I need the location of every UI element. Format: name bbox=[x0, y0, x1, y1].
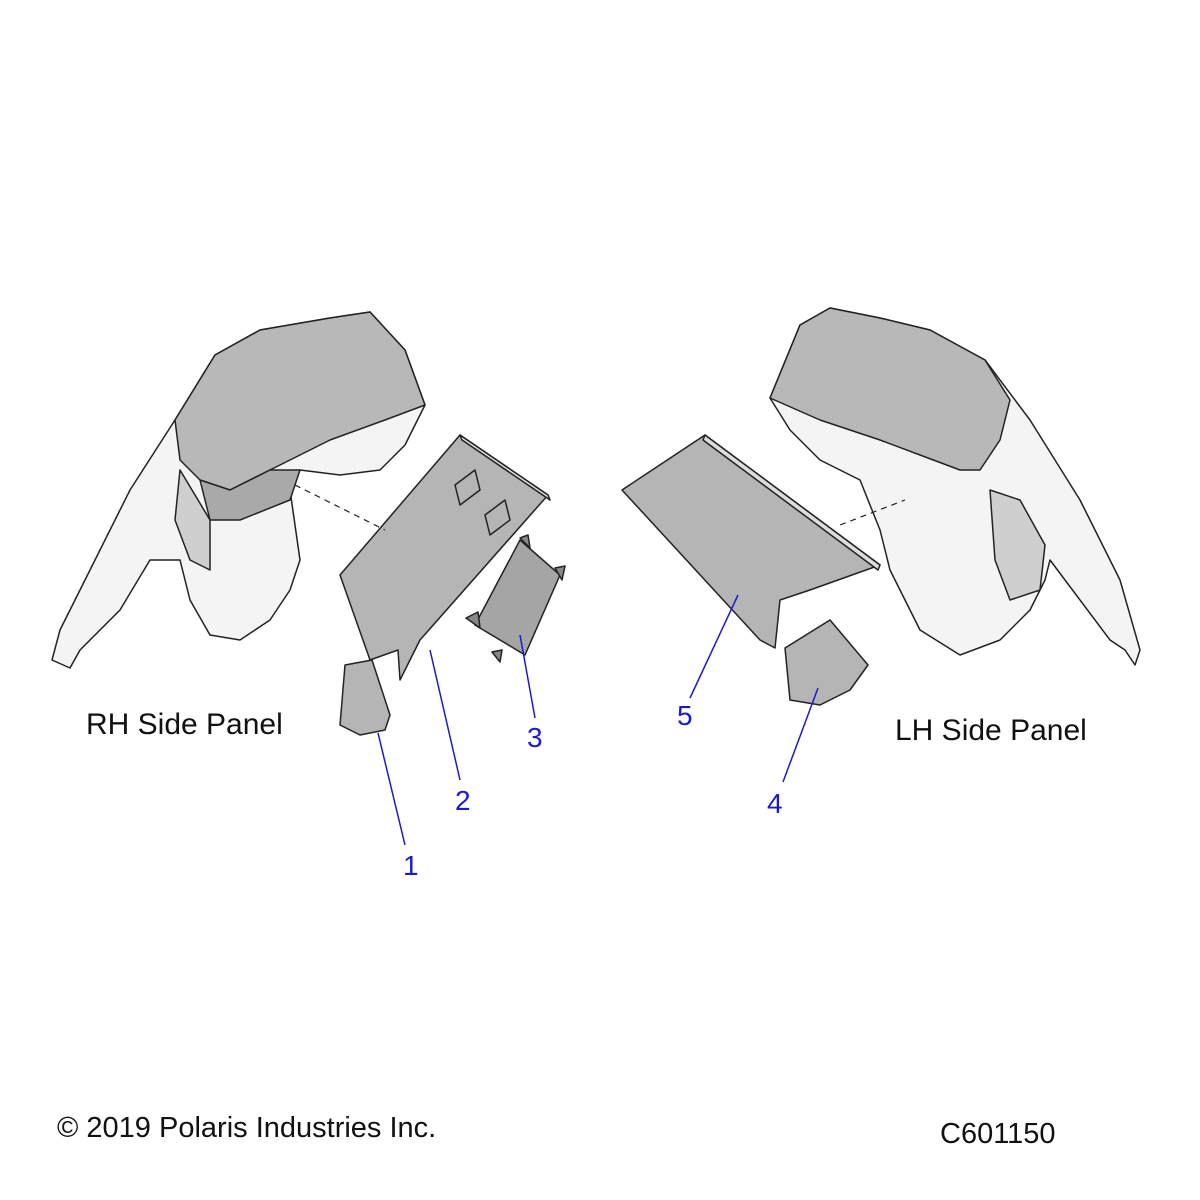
callout-4: 4 bbox=[767, 788, 783, 819]
part-2-panel bbox=[339, 434, 551, 681]
alignment-lines bbox=[294, 484, 906, 531]
callout-2: 2 bbox=[455, 785, 471, 816]
rh-side-panel-label: RH Side Panel bbox=[86, 708, 283, 741]
callout-5: 5 bbox=[677, 700, 693, 731]
lh-side-panel-label: LH Side Panel bbox=[895, 714, 1087, 747]
rh-side-panel-part bbox=[51, 311, 426, 669]
callout-3: 3 bbox=[527, 722, 543, 753]
part-4-cap bbox=[784, 619, 869, 706]
part-3-bracket bbox=[465, 534, 566, 663]
part-1-cap bbox=[339, 659, 391, 736]
copyright-text: © 2019 Polaris Industries Inc. bbox=[57, 1112, 437, 1144]
lh-side-panel-part bbox=[769, 307, 1141, 666]
leader-lines bbox=[377, 594, 819, 846]
figure-id: C601150 bbox=[940, 1118, 1056, 1150]
part-5-panel bbox=[621, 434, 881, 649]
callout-1: 1 bbox=[403, 850, 419, 881]
